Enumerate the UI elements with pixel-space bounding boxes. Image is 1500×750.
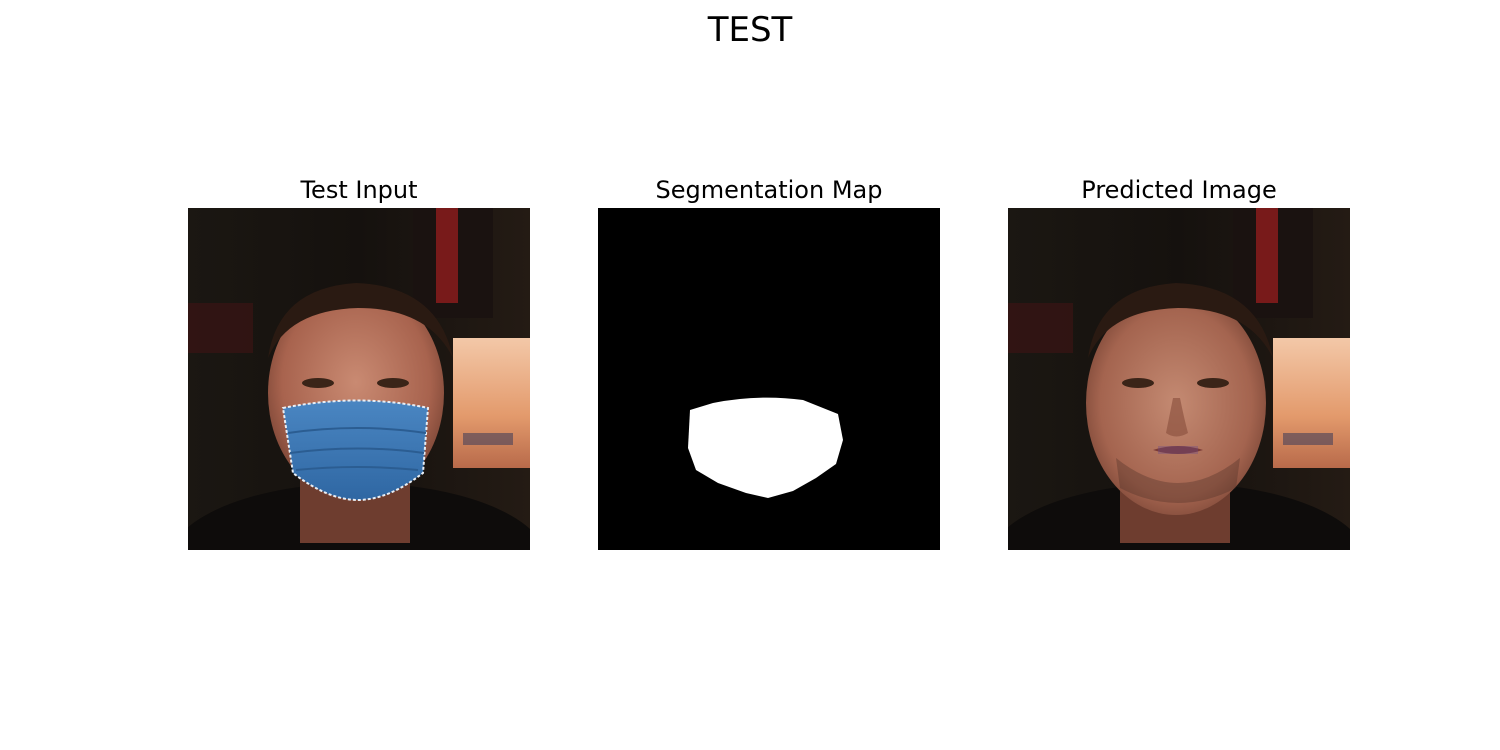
panel-segmentation-map: Segmentation Map <box>598 173 940 550</box>
figure-title: TEST <box>707 10 793 50</box>
panel-test-input: Test Input <box>188 173 530 550</box>
panel-title-segmentation-map: Segmentation Map <box>655 176 883 204</box>
panel-predicted-image: Predicted Image <box>1008 173 1350 550</box>
predicted-image <box>1008 208 1350 550</box>
panel-title-predicted-image: Predicted Image <box>1081 176 1277 204</box>
segmentation-map-image <box>598 208 940 550</box>
test-input-image <box>188 208 530 550</box>
panel-title-test-input: Test Input <box>300 176 418 204</box>
